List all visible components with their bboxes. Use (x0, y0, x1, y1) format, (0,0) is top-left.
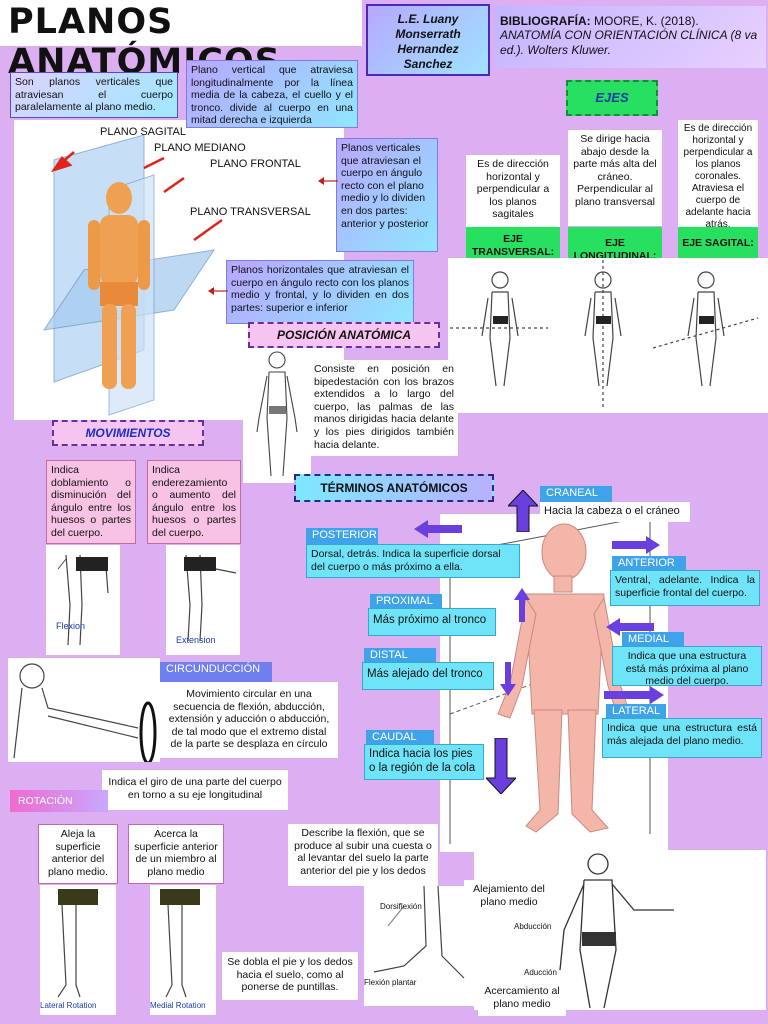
bibliography-label: BIBLIOGRAFÍA: (500, 14, 591, 28)
frontal-connector-arrow-icon (318, 177, 338, 185)
plantarflexion-caption: Flexión plantar (364, 978, 417, 987)
anterior-description: Ventral, adelante. Indica la superficie … (610, 570, 760, 606)
lateral-rotation-illustration: Lateral Rotation (40, 885, 116, 1015)
medial-label: MEDIAL (622, 632, 684, 648)
circumduction-illustration (8, 658, 160, 765)
transverse-axis-description: Es de dirección horizontal y perpendicul… (466, 155, 560, 227)
caudal-label: CAUDAL (366, 730, 434, 746)
lateral-rotation-description: Aleja la superficie anterior del plano m… (38, 824, 118, 884)
arm-circumduction-icon (13, 663, 157, 765)
extension-caption: Extension (176, 635, 216, 645)
arrow-up-icon (508, 490, 538, 532)
plane-label-sagittal: PLANO SAGITAL (100, 126, 186, 138)
knee-extension-icon (184, 554, 237, 642)
leg-lateral-rotation-icon (57, 889, 98, 998)
arrow-down-distal-icon (500, 662, 516, 696)
longitudinal-axis-label: EJE LONGITUDINAL: (568, 227, 662, 262)
leg-medial-rotation-icon (160, 889, 200, 998)
arrow-up-proximal-icon (514, 588, 530, 622)
lateral-label: LATERAL (606, 704, 666, 720)
bibliography-author: MOORE, K. (2018). (594, 14, 699, 28)
axes-illustration (448, 258, 768, 413)
author-name: L.E. Luany Monserrath Hernandez Sanchez (395, 12, 461, 71)
movements-title-box: MOVIMIENTOS (52, 420, 204, 446)
frontal-plane-definition: Planos verticales que atraviesan el cuer… (336, 138, 438, 252)
rotation-label: ROTACIÓN (10, 790, 108, 812)
proximal-description: Más próximo al tronco (368, 608, 496, 636)
anterior-label: ANTERIOR (612, 556, 686, 572)
abduction-description: Alejamiento del plano medio (464, 880, 554, 914)
arrow-down-caudal-icon (486, 738, 516, 794)
posterior-label: POSTERIOR (306, 528, 378, 544)
sagittal-axis-label: EJE SAGITAL: (678, 227, 758, 261)
abduction-caption: Abducción (514, 922, 552, 931)
foot-flexion-icon (373, 885, 465, 979)
distal-label: DISTAL (364, 648, 436, 664)
planes-figure-icon (42, 134, 223, 416)
dorsiflexion-description: Describe la flexión, que se produce al s… (288, 824, 438, 886)
distal-description: Más alejado del tronco (362, 662, 494, 690)
flexion-description: Indica doblamiento o disminución del áng… (46, 460, 136, 544)
sagittal-plane-definition: Son planos verticales que atraviesan el … (10, 72, 178, 118)
plane-label-frontal: PLANO FRONTAL (210, 158, 301, 170)
transverse-plane-definition: Planos horizontales que atraviesan el cu… (226, 260, 414, 324)
adduction-description: Acercamiento al plano medio (478, 982, 566, 1016)
transverse-connector-arrow-icon (208, 287, 228, 295)
arrow-left-medial-icon (606, 618, 654, 636)
arrow-right-anterior-icon (612, 536, 660, 554)
author-box: L.E. Luany Monserrath Hernandez Sanchez (366, 4, 490, 76)
anatomical-position-title-box: POSICIÓN ANATÓMICA (248, 322, 440, 348)
axes-title-box: EJES (566, 80, 658, 116)
arrow-right-lateral-icon (604, 686, 664, 704)
lateral-description: Indica que una estructura está más aleja… (602, 718, 762, 758)
caudal-description: Indica hacia los pies o la región de la … (364, 744, 484, 780)
movements-title: MOVIMIENTOS (85, 426, 171, 440)
anatomical-position-description: Consiste en posición en bipedestación co… (310, 360, 458, 456)
flexion-caption: Flexion (56, 621, 86, 631)
dorsiflexion-caption: Dorsiflexión (380, 902, 422, 911)
arrow-left-posterior-icon (414, 520, 462, 538)
medial-description: Indica que una estructura está más próxi… (612, 646, 762, 687)
extension-illustration: Extension (166, 545, 240, 655)
extension-description: Indica enderezamiento o aumento del ángu… (147, 460, 241, 544)
axes-figures-icon (450, 260, 759, 408)
circumduction-label: CIRCUNDUCCIÓN (160, 662, 272, 682)
anatomical-position-illustration (243, 348, 311, 483)
knee-flexion-icon (57, 554, 109, 646)
arm-abduction-icon (559, 853, 674, 1009)
medial-rotation-illustration: Medial Rotation (150, 885, 216, 1015)
longitudinal-axis-description: Se dirige hacia abajo desde la parte más… (568, 130, 662, 226)
plane-label-transverse: PLANO TRANSVERSAL (190, 206, 311, 218)
plane-label-median: PLANO MEDIANO (154, 142, 246, 154)
adduction-caption: Aducción (524, 968, 557, 977)
medial-rotation-caption: Medial Rotation (150, 1001, 206, 1010)
standing-figure-icon (256, 351, 298, 477)
posterior-description: Dorsal, detrás. Indica la superficie dor… (306, 544, 520, 578)
anatomical-position-title: POSICIÓN ANATÓMICA (277, 328, 411, 342)
plantarflexion-description: Se dobla el pie y los dedos hacia el sue… (222, 952, 358, 1000)
rotation-description: Indica el giro de una parte del cuerpo e… (102, 770, 288, 810)
craneal-label: CRANEAL (540, 486, 612, 502)
bibliography-book: ANATOMÍA CON ORIENTACIÓN CLÍNICA (8 va e… (500, 28, 758, 57)
circumduction-description: Movimiento circular en una secuencia de … (160, 682, 338, 758)
medial-rotation-description: Acerca la superficie anterior de un miem… (128, 824, 224, 884)
sagittal-axis-description: Es de dirección horizontal y perpendicul… (678, 120, 758, 230)
transverse-axis-label: EJE TRANSVERSAL: (466, 227, 560, 261)
terms-title: TÉRMINOS ANATÓMICOS (320, 481, 468, 495)
title-banner: PLANOS ANATÓMICOS (0, 0, 362, 82)
bibliography-box: BIBLIOGRAFÍA: MOORE, K. (2018). ANATOMÍA… (494, 6, 766, 68)
craneal-description: Hacia la cabeza o el cráneo (540, 502, 690, 522)
flexion-illustration: Flexion (46, 545, 120, 655)
axes-title: EJES (595, 90, 629, 105)
foot-flexion-illustration: Dorsiflexión Flexión plantar (364, 885, 476, 1006)
lateral-rotation-caption: Lateral Rotation (40, 1001, 97, 1010)
median-plane-definition: Plano vertical que atraviesa longitudina… (186, 60, 358, 128)
proximal-label: PROXIMAL (370, 594, 442, 610)
terms-title-box: TÉRMINOS ANATÓMICOS (294, 474, 494, 502)
